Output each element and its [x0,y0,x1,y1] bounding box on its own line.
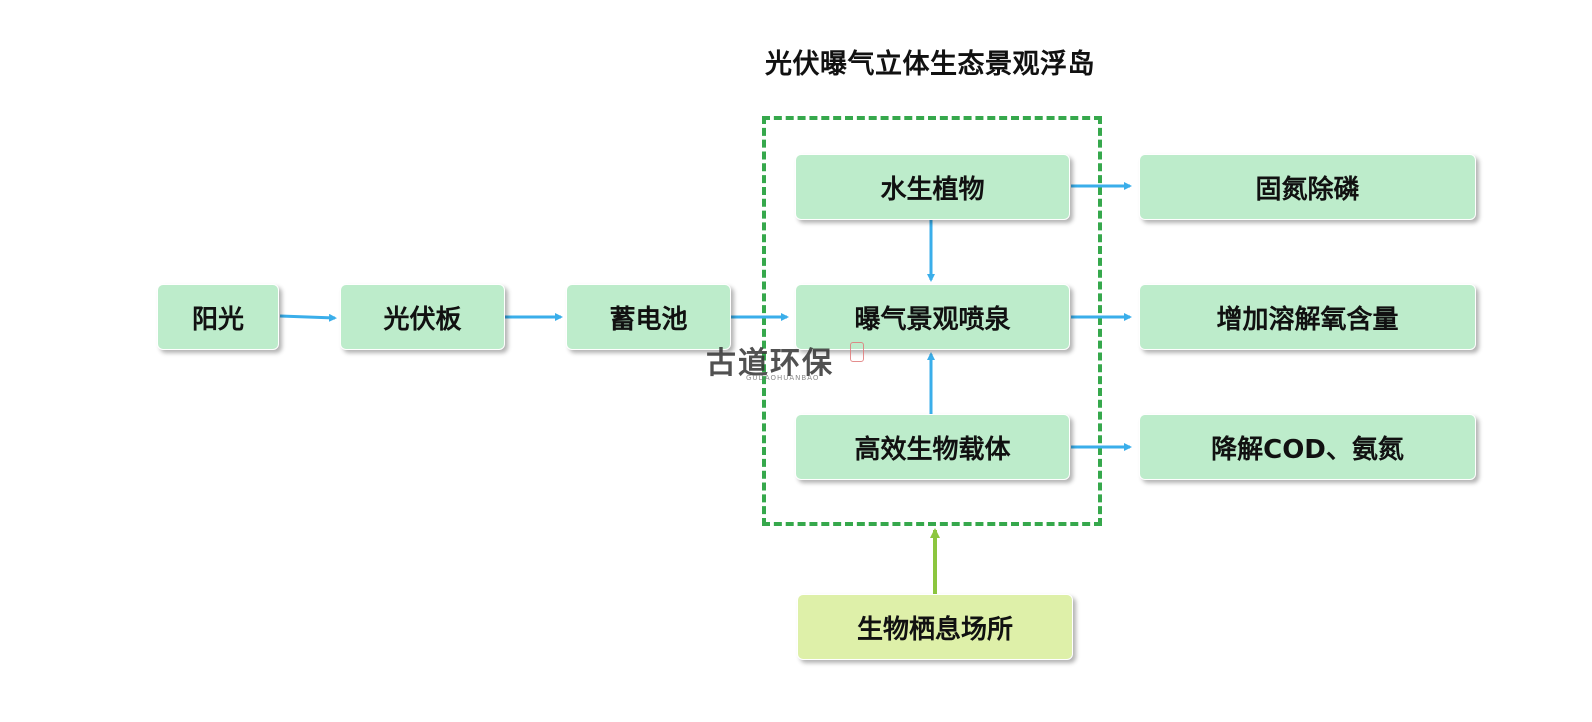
node-pv-panel: 光伏板 [340,284,505,350]
floating-island-boundary [762,116,1102,526]
watermark-text: 古道环保 [706,346,834,381]
node-sunlight: 阳光 [157,284,279,350]
watermark-subtext: GUDAOHUANBAO [746,374,820,382]
node-n-p-fixation: 固氮除磷 [1139,154,1476,220]
node-oxygen-increase: 增加溶解氧含量 [1139,284,1476,350]
node-battery: 蓄电池 [566,284,731,350]
node-habitat: 生物栖息场所 [797,594,1073,660]
node-aeration-fountain: 曝气景观喷泉 [795,284,1070,350]
arrow-sunlight-to-pv [279,313,337,322]
diagram-title: 光伏曝气立体生态景观浮岛 [765,49,1095,80]
node-bio-carrier: 高效生物载体 [795,414,1070,480]
watermark-logo: 古道环保 GUDAOHUANBAO [706,338,866,386]
node-cod-degradation: 降解COD、氨氮 [1139,414,1476,480]
seal-icon [850,342,864,362]
node-aquatic-plants: 水生植物 [795,154,1070,220]
